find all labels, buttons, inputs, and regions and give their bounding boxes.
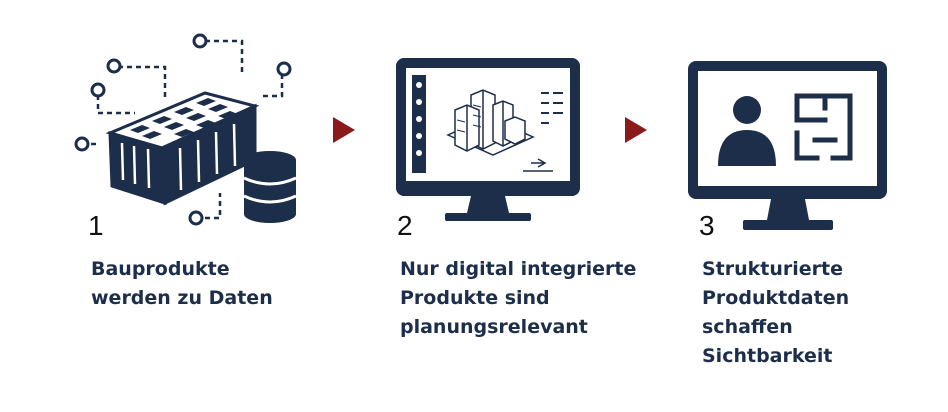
arrow-right-icon bbox=[333, 117, 355, 143]
caption-line: schaffen bbox=[702, 316, 793, 338]
step-number-1: 1 bbox=[88, 210, 104, 241]
step-number-3: 3 bbox=[699, 210, 715, 241]
step-caption-2: Nur digital integrierte Produkte sind pl… bbox=[400, 255, 636, 342]
caption-line: Produktdaten bbox=[702, 287, 850, 309]
bim-monitor-icon bbox=[396, 58, 580, 221]
caption-line: werden zu Daten bbox=[91, 287, 273, 309]
step-number-2: 2 bbox=[397, 210, 413, 241]
caption-line: Bauprodukte bbox=[91, 258, 230, 280]
step-caption-1: Bauprodukte werden zu Daten bbox=[91, 255, 273, 313]
caption-line: planungsrelevant bbox=[400, 316, 588, 338]
caption-line: Sichtbarkeit bbox=[702, 345, 833, 367]
caption-line: Nur digital integrierte bbox=[400, 258, 637, 280]
brick-data-icon bbox=[74, 33, 297, 226]
caption-line: Produkte sind bbox=[400, 287, 550, 309]
step-caption-3: Strukturierte Produktdaten schaffen Sich… bbox=[702, 255, 849, 371]
caption-line: Strukturierte bbox=[702, 258, 844, 280]
arrow-right-icon bbox=[625, 117, 647, 143]
user-floorplan-monitor-icon bbox=[688, 61, 887, 230]
